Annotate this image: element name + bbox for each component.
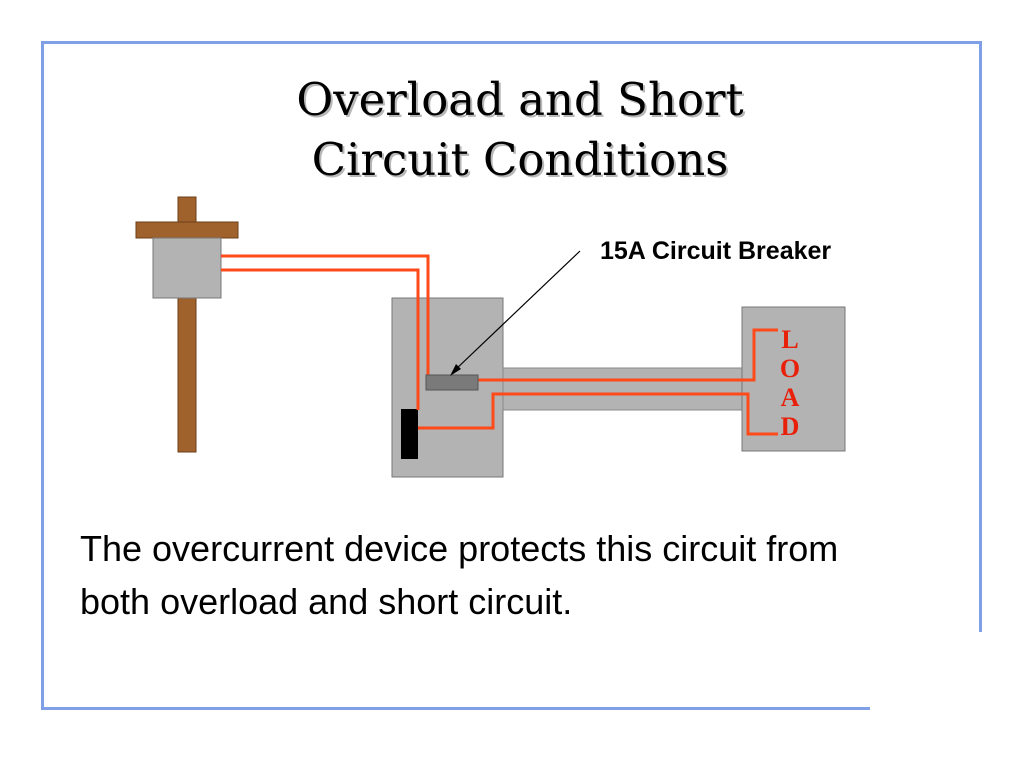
load-letter-o: O: [780, 354, 800, 383]
slide-frame-top: [41, 41, 982, 44]
load-letter-l: L: [781, 325, 798, 354]
slide-body-text: The overcurrent device protects this cir…: [80, 528, 839, 622]
load-letter-a: A: [781, 383, 800, 412]
slide-title: Overload and Short Circuit Conditions: [170, 70, 870, 190]
breaker-pointer-line: [453, 250, 581, 372]
slide-title-line-1: Overload and Short: [296, 73, 744, 126]
neutral-bar: [401, 409, 418, 459]
load-label: L O A D: [780, 325, 800, 441]
pole-crossarm: [135, 221, 239, 239]
breaker-label: 15A Circuit Breaker: [600, 237, 831, 265]
hot-wire-branch: [478, 328, 778, 382]
slide-title-line-2: Circuit Conditions: [311, 133, 729, 186]
load-letter-d: D: [781, 412, 800, 441]
circuit-breaker: [425, 374, 479, 391]
pole-transformer: [152, 237, 222, 299]
breaker-pointer-arrowhead: [450, 364, 461, 376]
slide-frame-bottom: [41, 707, 870, 710]
neutral-wire-service: [221, 268, 420, 410]
neutral-wire-branch: [418, 392, 778, 436]
conduit: [502, 367, 749, 411]
slide-frame-left: [41, 41, 44, 710]
slide-frame-right: [979, 41, 982, 632]
